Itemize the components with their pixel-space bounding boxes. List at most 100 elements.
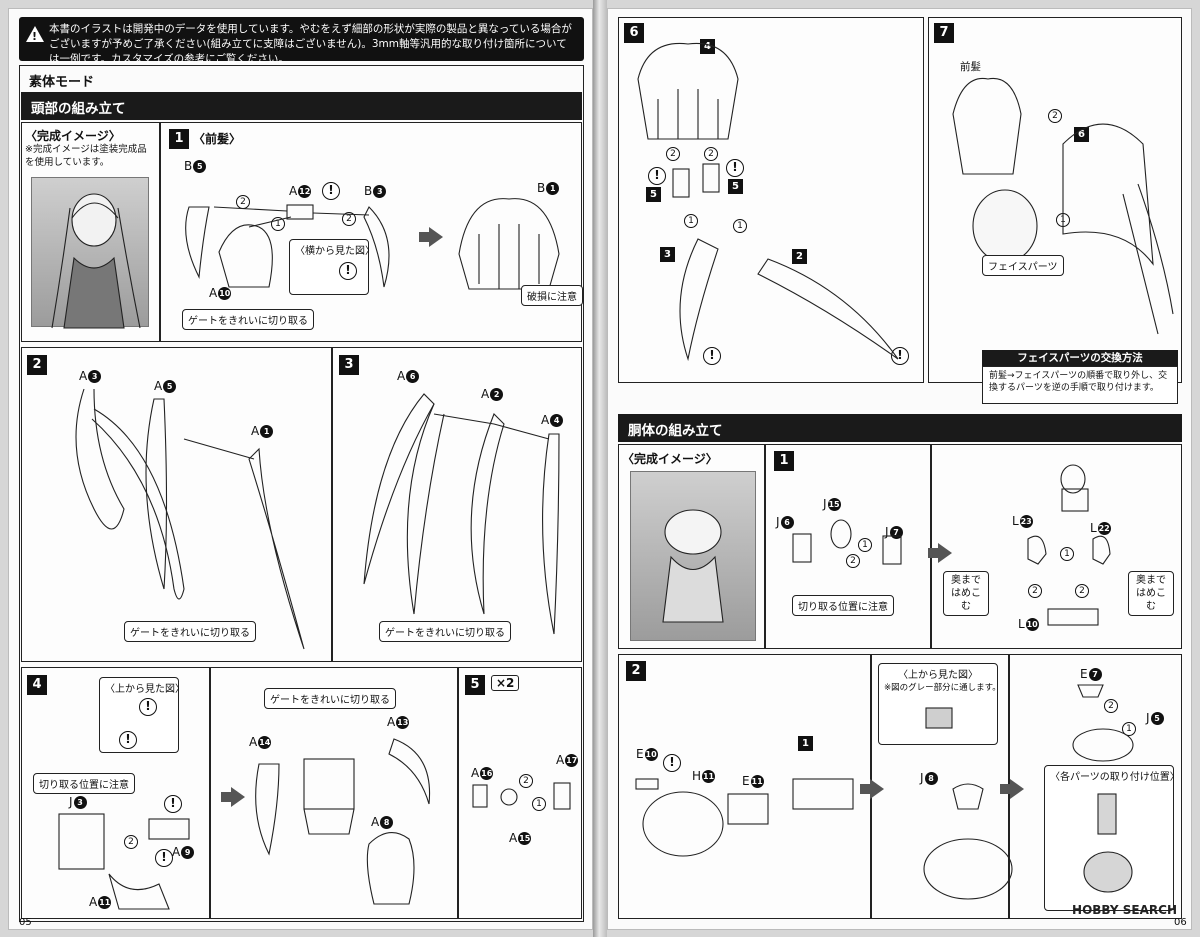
cut-position-callout: 切り取る位置に注意 [33, 773, 135, 794]
head-row2-panel [21, 347, 582, 662]
gate-cut-callout: ゲートをきれいに切り取る [379, 621, 511, 642]
right-arrow-icon [928, 543, 952, 563]
caution-icon: ! [703, 347, 721, 365]
order-1: 1 [733, 219, 747, 233]
face-exchange-body: 前髪→フェイスパーツの順番で取り外し、交換するパーツを逆の手順で取り付けます。 [982, 366, 1178, 404]
part-num-3: 3 [660, 247, 675, 262]
completed-image-note: ※完成イメージは塗装完成品を使用しています。 [25, 144, 147, 168]
side-view-label: 〈横から見た図〉 [295, 246, 375, 257]
positions-label: 〈各パーツの取り付け位置〉 [1050, 772, 1180, 783]
step-5-multiplier: ×2 [491, 675, 520, 691]
top-view-label: 〈上から見た図〉 [898, 670, 978, 681]
left-page: 本書のイラストは開発中のデータを使用しています。やむをえず細部の形状が実際の製品… [8, 8, 593, 930]
notice-text: 本書のイラストは開発中のデータを使用しています。やむをえず細部の形状が実際の製品… [49, 23, 572, 65]
head-section-bar: 頭部の組み立て [21, 92, 582, 120]
order-2: 2 [704, 147, 718, 161]
head-hair-assembly-illustration [637, 42, 899, 362]
right-page: 6 4 5 5 3 2 ! ! ! ! 2 2 1 1 7 前髪 6 2 1 フ… [607, 8, 1192, 930]
order-1: 1 [1122, 722, 1136, 736]
gate-cut-callout: ゲートをきれいに切り取る [182, 309, 314, 330]
step-1-number: 1 [169, 129, 189, 149]
inner-step-1: 1 [798, 736, 813, 751]
push-in-callout: 奥まではめこむ [1128, 571, 1174, 616]
step-6-panel [618, 17, 924, 383]
order-2: 2 [846, 554, 860, 568]
top-view-part-illustration [925, 707, 953, 729]
order-2: 2 [1104, 699, 1118, 713]
push-in-callout: 奥まではめこむ [943, 571, 989, 616]
step-7-number: 7 [934, 23, 954, 43]
right-arrow-icon [1000, 779, 1024, 799]
caution-icon: ! [322, 182, 340, 200]
ponytail-hair-illustration [363, 393, 560, 635]
bangs-assembled-illustration [458, 198, 560, 290]
mode-title: 素体モード [29, 75, 95, 90]
step-5-number: 5 [465, 675, 485, 695]
caution-icon: ! [726, 159, 744, 177]
part-num-6: 6 [1074, 127, 1089, 142]
gate-cut-callout: ゲートをきれいに切り取る [264, 688, 396, 709]
order-1: 1 [532, 797, 546, 811]
gray-note: ※図のグレー部分に通します。 [884, 683, 1001, 693]
order-2: 2 [1028, 584, 1042, 598]
part-num-2: 2 [792, 249, 807, 264]
torso-step-1-number: 1 [774, 451, 794, 471]
top-view-callout: 〈上から見た図〉 [99, 677, 185, 753]
figure-head-illustration [51, 193, 141, 329]
book-spine [593, 0, 607, 937]
order-2: 2 [342, 212, 356, 226]
order-2: 2 [1075, 584, 1089, 598]
part-num-5: 5 [646, 187, 661, 202]
face-exchange-title: フェイスパーツの交換方法 [982, 350, 1178, 366]
step-6-number: 6 [624, 23, 644, 43]
bangs-parts-illustration [185, 204, 390, 288]
caution-icon: ! [155, 849, 173, 867]
order-1: 1 [858, 538, 872, 552]
torso-illustration [662, 509, 724, 623]
bangs-label: 前髪 [960, 61, 981, 73]
part-num-5: 5 [728, 179, 743, 194]
side-view-callout: 〈横から見た図〉 [289, 239, 375, 295]
right-arrow-icon [419, 227, 443, 247]
gate-cut-callout: ゲートをきれいに切り取る [124, 621, 256, 642]
order-1: 1 [1060, 547, 1074, 561]
caution-icon: ! [139, 698, 157, 716]
mode-frame [19, 65, 584, 922]
divider [930, 444, 932, 649]
face-parts-callout: フェイスパーツ [982, 255, 1064, 276]
torso-step-2-number: 2 [626, 661, 646, 681]
damage-callout: 破損に注意 [521, 285, 583, 306]
completed-head-photo [31, 177, 149, 329]
face-parts-illustration [952, 77, 1174, 335]
right-arrow-icon [221, 787, 245, 807]
caution-icon: ! [339, 262, 357, 280]
step-7-panel [928, 17, 1182, 383]
torso-top-illustration [1072, 684, 1134, 762]
completed-image-label: 〈完成イメージ〉 [25, 129, 121, 143]
head-assembly-illustration [255, 738, 431, 905]
caution-icon: ! [663, 754, 681, 772]
step-4-number: 4 [27, 675, 47, 695]
